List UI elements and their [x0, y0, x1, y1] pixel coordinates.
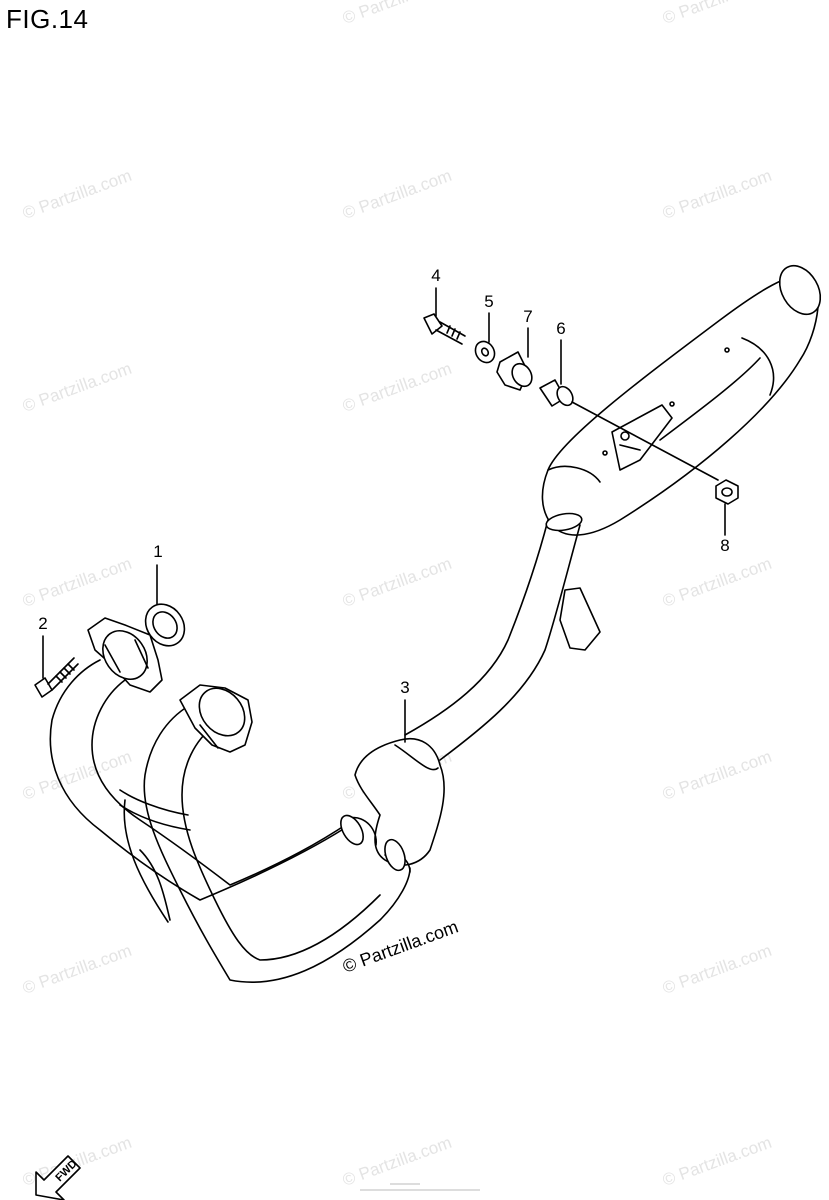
callout-3: 3: [400, 678, 410, 697]
callout-2: 2: [38, 614, 48, 633]
figure-title: FIG.14: [6, 4, 89, 34]
header-flange-1: [87, 617, 163, 693]
header-pipes: [49, 659, 411, 983]
washer: [474, 340, 496, 364]
cushion: [496, 351, 533, 391]
assembly-axis-line: [571, 401, 719, 481]
fwd-arrow-icon: [35, 1155, 81, 1200]
callout-7: 7: [523, 307, 533, 326]
callout-8: 8: [720, 536, 730, 555]
leader-lines: [42, 287, 726, 743]
muffler-bolt: [423, 313, 466, 345]
gasket: [144, 603, 186, 647]
fine-print-marks: [360, 1183, 480, 1191]
connector-pipe: [404, 512, 601, 761]
callout-1: 1: [153, 542, 163, 561]
collar: [539, 379, 574, 407]
callout-4: 4: [431, 266, 441, 285]
callout-5: 5: [484, 292, 494, 311]
muffler-body: [541, 264, 822, 536]
header-flange-2: [179, 684, 253, 753]
nut: [715, 479, 739, 505]
flange-bolt: [34, 657, 79, 698]
callout-6: 6: [556, 319, 566, 338]
